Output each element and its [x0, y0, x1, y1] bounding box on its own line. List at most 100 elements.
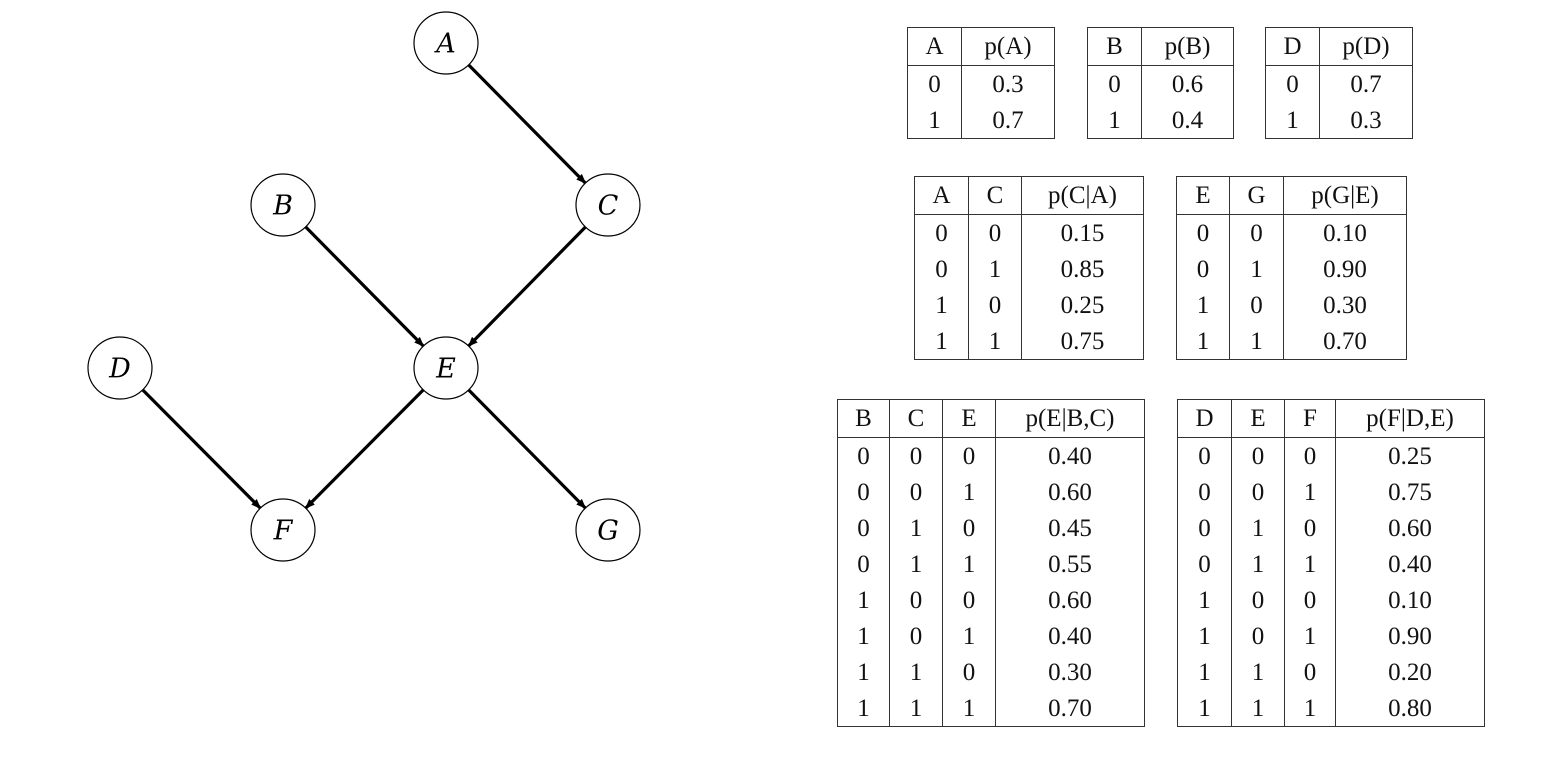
table-cell: 0 — [1231, 437, 1285, 474]
table-cell: 1 — [889, 546, 943, 582]
node-c: C — [575, 173, 641, 237]
table-cell: 0 — [1198, 442, 1211, 470]
table-cell: 0 — [935, 219, 948, 247]
table-cell: 1 — [1286, 106, 1299, 134]
table-cell: 1 — [1231, 654, 1285, 690]
table-cell: 1 — [942, 474, 996, 510]
table-cell: 1 — [1108, 106, 1121, 134]
table-cell: 0 — [935, 255, 948, 283]
column-header: E — [1231, 399, 1285, 438]
node-circle — [413, 336, 479, 400]
column-header: p(E|B,C) — [995, 399, 1145, 438]
table-cell: 1 — [1231, 546, 1285, 582]
table-cell: 1 — [1284, 690, 1336, 727]
table-cell: 0.55 — [995, 546, 1145, 582]
edge-d-to-f — [141, 388, 262, 510]
node-label: D — [108, 354, 131, 385]
table-cell: 1 — [857, 694, 870, 722]
table-cell: 1 — [1284, 618, 1336, 654]
table-cell: 1 — [857, 622, 870, 650]
table-cell: 0.60 — [995, 474, 1145, 510]
table-cell: 0.75 — [1021, 323, 1144, 360]
table-cell: 1 — [928, 106, 941, 134]
table-cell: 0 — [942, 582, 996, 618]
table-cell: 0.70 — [1283, 323, 1407, 360]
table-cell: 1 — [1196, 291, 1210, 319]
column-header: p(F|D,E) — [1335, 399, 1485, 438]
table-cell: 1 — [968, 251, 1022, 287]
table-cell: 0.10 — [1335, 582, 1485, 618]
table-cell: 0 — [889, 582, 943, 618]
column-header: B — [837, 399, 890, 438]
node-e: E — [413, 336, 479, 400]
column-header: p(A) — [961, 27, 1055, 66]
table-cell: 0.40 — [995, 618, 1145, 654]
table-cell: 0 — [1198, 478, 1211, 506]
table-cell: 0 — [889, 618, 943, 654]
table-cell: 1 — [1198, 586, 1211, 614]
node-label: A — [433, 29, 456, 60]
column-header: C — [889, 399, 943, 438]
edge-e-to-f — [304, 388, 425, 510]
column-header: E — [1176, 176, 1230, 215]
table-cell: 1 — [1198, 694, 1211, 722]
table-cell: 0.60 — [995, 582, 1145, 618]
table-cell: 1 — [1231, 510, 1285, 546]
node-g: G — [575, 498, 641, 562]
column-header: p(C|A) — [1021, 176, 1144, 215]
table-cell: 0.7 — [961, 102, 1055, 139]
edges — [141, 63, 587, 510]
table-cell: 0 — [889, 437, 943, 474]
node-circle — [575, 498, 641, 562]
node-circle — [250, 173, 316, 237]
table-cell: 1 — [889, 654, 943, 690]
column-header: E — [942, 399, 996, 438]
node-b: B — [250, 173, 316, 237]
table-cell: 0.90 — [1335, 618, 1485, 654]
table-cell: 0.20 — [1335, 654, 1485, 690]
table-cell: 0.25 — [1335, 437, 1485, 474]
column-header: p(G|E) — [1283, 176, 1407, 215]
table-cell: 1 — [1229, 251, 1284, 287]
column-header: G — [1229, 176, 1284, 215]
table-cell: 0 — [1231, 618, 1285, 654]
table-cell: 1 — [889, 690, 943, 727]
column-header: D — [1177, 399, 1232, 438]
table-cell: 0 — [1284, 654, 1336, 690]
table-cell: 0.40 — [1335, 546, 1485, 582]
table-cell: 1 — [935, 327, 948, 355]
table-cell: 0.3 — [1319, 102, 1413, 139]
table-cell: 0.4 — [1141, 102, 1234, 139]
table-cell: 1 — [857, 658, 870, 686]
table-cell: 1 — [1198, 622, 1211, 650]
node-label: C — [598, 191, 619, 222]
table-cell: 0.90 — [1283, 251, 1407, 287]
table-cell: 0 — [942, 437, 996, 474]
table-cell: 0 — [1198, 514, 1211, 542]
column-header: p(D) — [1319, 27, 1413, 66]
table-cell: 0.10 — [1283, 214, 1407, 251]
table-cell: 0.60 — [1335, 510, 1485, 546]
table-cell: 0 — [928, 70, 941, 98]
column-header: A — [907, 27, 962, 66]
column-header: B — [1087, 27, 1142, 66]
table-cell: 0 — [857, 550, 870, 578]
table-cell: 0 — [1229, 214, 1284, 251]
